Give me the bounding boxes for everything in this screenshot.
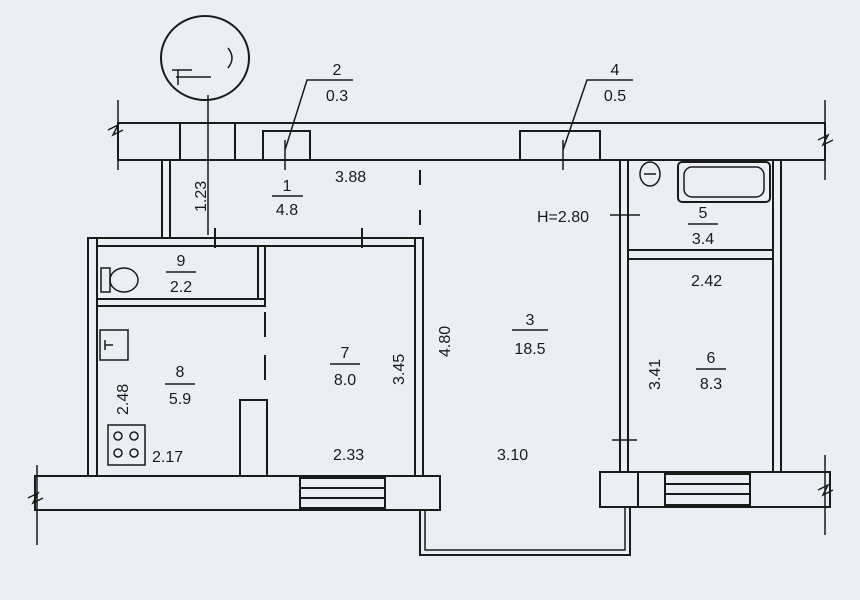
dim-corridor-width: 1.23	[193, 181, 210, 212]
dim-kitchen-length: 2.48	[115, 384, 132, 415]
svg-text:1: 1	[283, 178, 292, 195]
dim-room6-width: 2.42	[691, 273, 722, 290]
room-label-1: 1 4.8	[272, 178, 303, 219]
svg-text:2: 2	[333, 62, 342, 79]
svg-text:5: 5	[699, 205, 708, 222]
svg-text:8.3: 8.3	[700, 376, 722, 393]
dim-room7-length: 3.45	[391, 354, 408, 385]
svg-text:0.3: 0.3	[326, 88, 348, 105]
toilet-icon-bath	[639, 161, 661, 187]
svg-text:4: 4	[611, 62, 620, 79]
svg-text:0.5: 0.5	[604, 88, 626, 105]
svg-text:18.5: 18.5	[514, 341, 545, 358]
svg-text:9: 9	[177, 253, 186, 270]
room-label-2: 2 0.3	[326, 62, 348, 105]
bottom-exterior-wall	[27, 455, 834, 545]
room-label-8: 8 5.9	[165, 364, 195, 408]
interior-walls	[87, 159, 782, 477]
dim-living-width: 3.10	[497, 447, 528, 464]
dim-room6-length: 3.41	[647, 359, 664, 390]
top-exterior-wall	[107, 95, 834, 235]
svg-text:8: 8	[176, 364, 185, 381]
stove-icon	[107, 424, 146, 466]
dim-kitchen-width: 2.17	[152, 449, 183, 466]
room-label-6: 6 8.3	[696, 350, 726, 393]
room-label-5: 5 3.4	[688, 205, 718, 248]
svg-text:4.8: 4.8	[276, 202, 298, 219]
dim-room7-width: 2.33	[333, 447, 364, 464]
stamp-seal	[160, 15, 250, 101]
svg-text:2.2: 2.2	[170, 279, 192, 296]
vent-shaft-2	[262, 130, 311, 161]
balcony	[419, 507, 631, 556]
dim-living-length: 4.80	[437, 326, 454, 357]
svg-text:3.4: 3.4	[692, 231, 714, 248]
svg-text:5.9: 5.9	[169, 391, 191, 408]
svg-text:6: 6	[707, 350, 716, 367]
room-label-4: 4 0.5	[604, 62, 626, 105]
bathtub-icon	[677, 161, 771, 203]
corridor-wall	[161, 159, 171, 241]
ceiling-height-label: H=2.80	[537, 209, 589, 226]
svg-text:8.0: 8.0	[334, 372, 356, 389]
room-label-7: 7 8.0	[330, 345, 360, 389]
dim-corridor-length: 3.88	[335, 169, 366, 186]
toilet-icon	[100, 267, 139, 293]
svg-text:3: 3	[526, 312, 535, 329]
room-label-3: 3 18.5	[512, 312, 548, 358]
vent-shaft-4	[519, 130, 601, 161]
svg-text:7: 7	[341, 345, 350, 362]
sink-icon	[99, 329, 129, 361]
room-label-9: 9 2.2	[166, 253, 196, 296]
